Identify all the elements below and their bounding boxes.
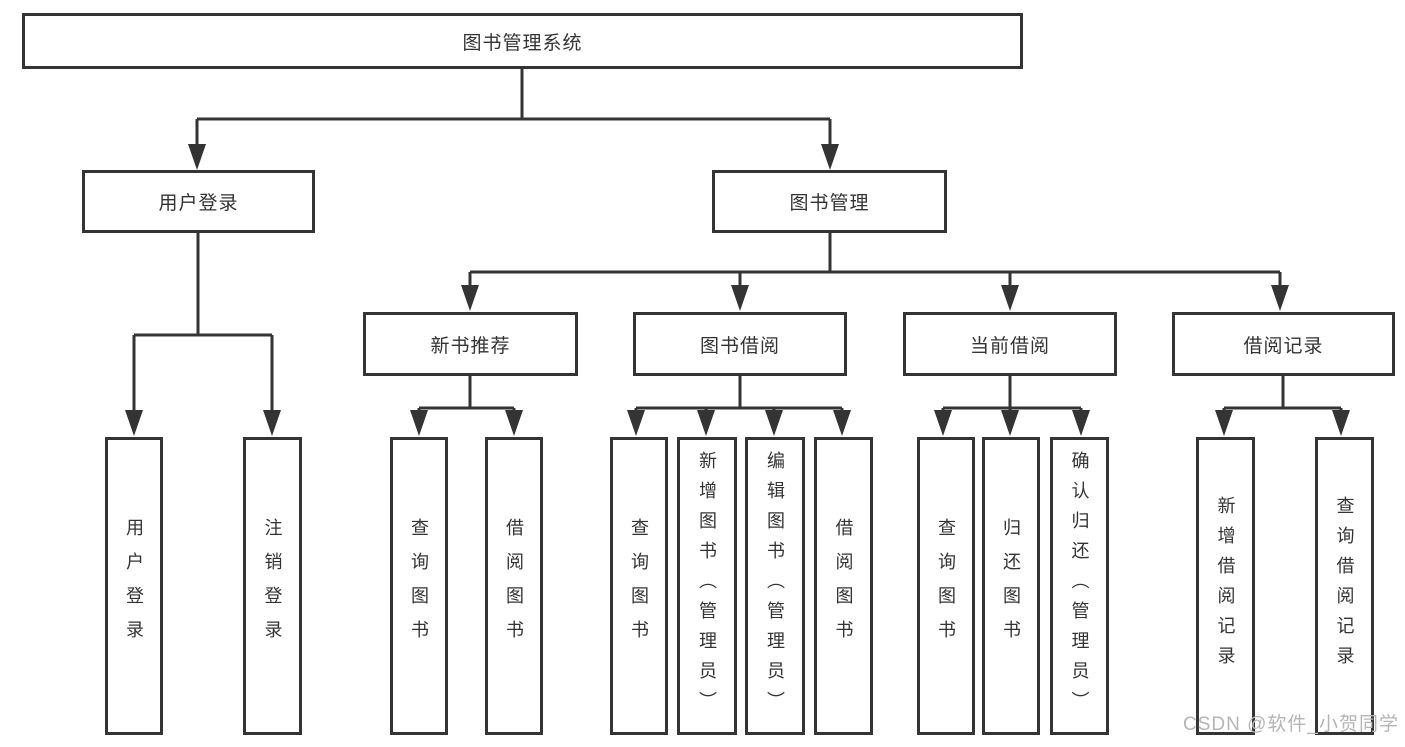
node-leaf-query-borrow-record: 查询借阅记录 <box>1315 437 1374 735</box>
connector-user-login-to-leaves <box>132 233 274 414</box>
arrowhead-icon <box>1001 410 1019 436</box>
node-leaf-borrow-book-rec: 借阅图书 <box>485 437 543 735</box>
node-leaf-user-login: 用户登录 <box>105 437 163 735</box>
node-leaf-query-book-rec: 查询图书 <box>390 437 448 735</box>
arrowhead-icon <box>505 410 523 436</box>
node-leaf-return-book: 归还图书 <box>982 437 1040 735</box>
node-leaf-query-book-bb: 查询图书 <box>610 437 668 735</box>
arrowhead-icon <box>765 410 783 436</box>
connector-book-borrow-to-leaves <box>634 376 844 414</box>
node-book-mgmt: 图书管理 <box>712 170 947 233</box>
node-leaf-edit-book-admin: 编辑图书（管理员） <box>745 437 805 735</box>
connector-new-book-rec-to-leaves <box>417 376 516 414</box>
arrowhead-icon <box>934 410 952 436</box>
watermark: CSDN @软件_小贺同学 <box>1183 714 1399 735</box>
arrowhead-icon <box>188 144 206 170</box>
node-user-login: 用户登录 <box>82 170 315 233</box>
arrowhead-icon <box>125 410 143 436</box>
connector-root-to-level2 <box>195 69 832 150</box>
node-leaf-add-borrow-record: 新增借阅记录 <box>1196 437 1255 735</box>
connector-borrow-records-to-leaves <box>1222 376 1343 414</box>
arrowhead-icon <box>627 410 645 436</box>
arrowhead-icon <box>821 144 839 170</box>
node-current-borrow: 当前借阅 <box>903 312 1117 376</box>
connector-book-mgmt-to-level3 <box>468 233 1282 289</box>
node-leaf-borrow-book-bb: 借阅图书 <box>814 437 873 735</box>
node-book-borrow: 图书借阅 <box>633 312 847 376</box>
arrowhead-icon <box>410 410 428 436</box>
node-leaf-logout: 注销登录 <box>243 437 302 735</box>
node-leaf-confirm-return-admin: 确认归还（管理员） <box>1050 437 1109 735</box>
arrowhead-icon <box>833 410 851 436</box>
node-root: 图书管理系统 <box>22 13 1023 69</box>
arrowhead-icon <box>1001 285 1019 311</box>
arrowhead-icon <box>731 285 749 311</box>
node-borrow-records: 借阅记录 <box>1172 312 1395 376</box>
node-leaf-add-book-admin: 新增图书（管理员） <box>677 437 737 735</box>
connector-current-borrow-to-leaves <box>941 376 1083 414</box>
node-leaf-query-book-cb: 查询图书 <box>917 437 975 735</box>
node-new-book-rec: 新书推荐 <box>363 312 578 376</box>
arrowhead-icon <box>1072 410 1090 436</box>
arrowhead-icon <box>1332 410 1350 436</box>
arrowhead-icon <box>461 285 479 311</box>
arrowhead-icon <box>263 410 281 436</box>
arrowhead-icon <box>697 410 715 436</box>
arrowhead-icon <box>1271 285 1289 311</box>
arrowhead-icon <box>1215 410 1233 436</box>
